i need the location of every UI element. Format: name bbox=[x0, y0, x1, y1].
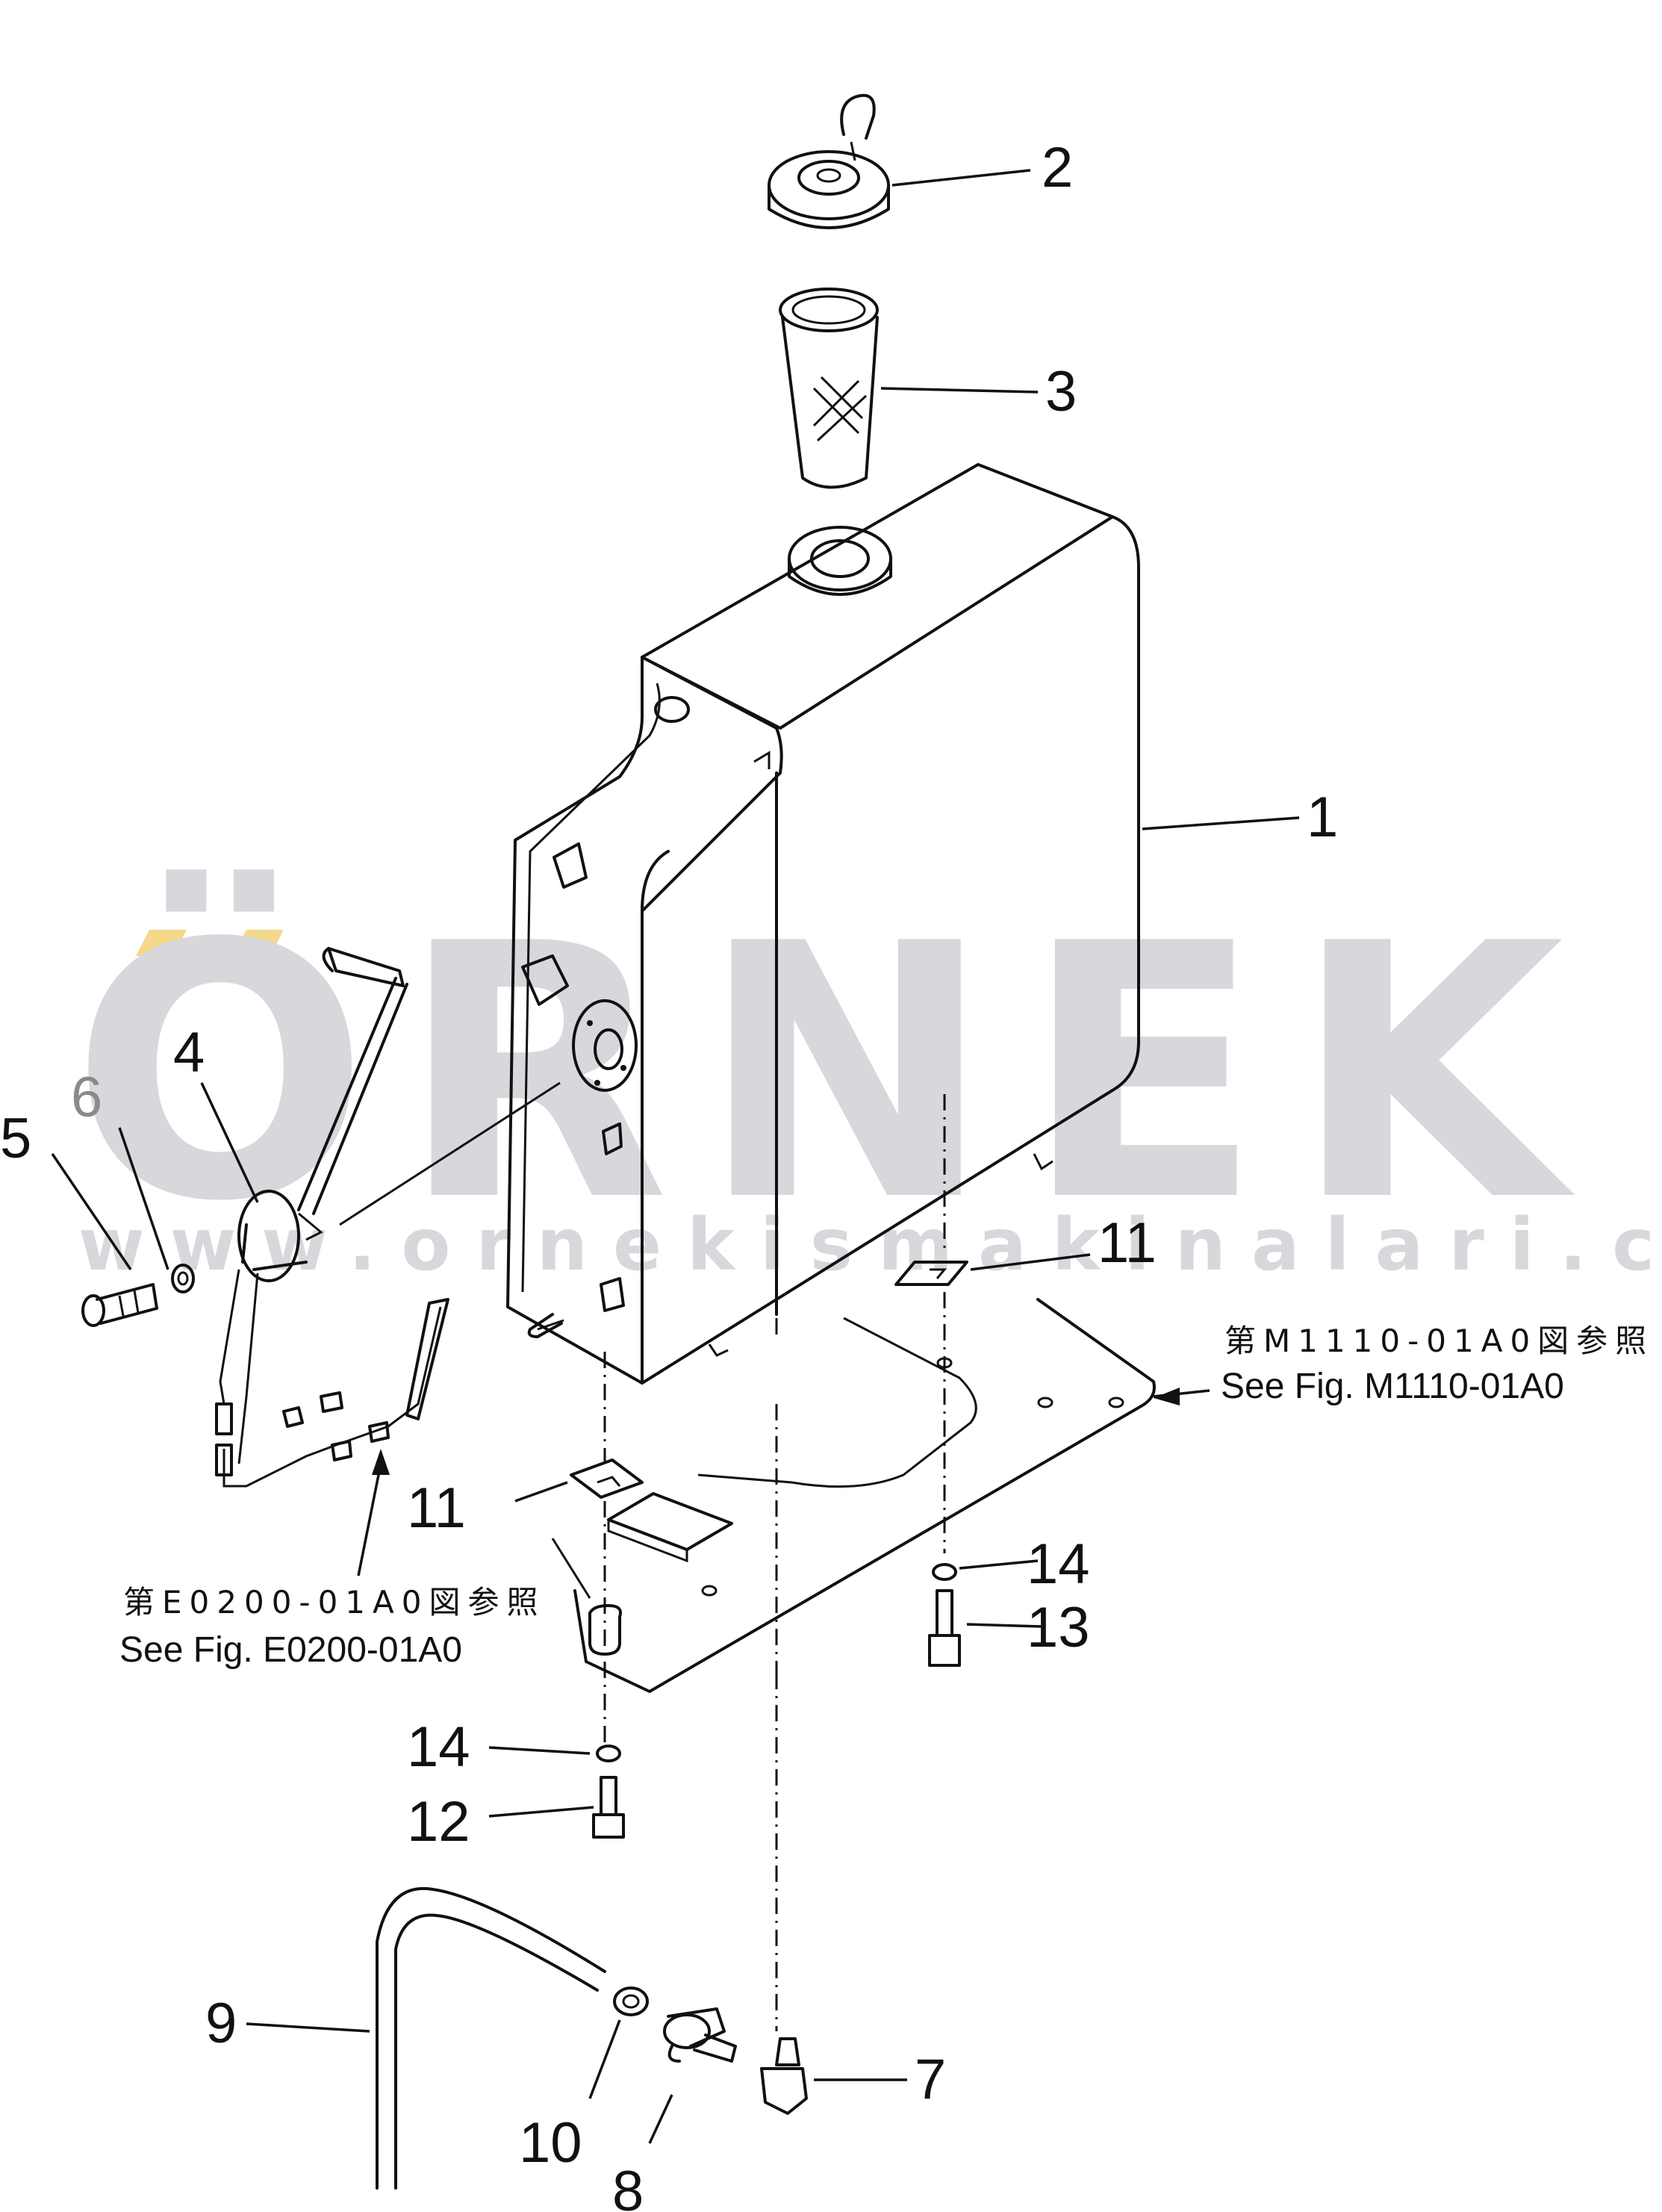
callout-4: 4 bbox=[173, 1021, 205, 1084]
watermark: ÖRNEK www.ornekismakinalari.com.tr bbox=[71, 866, 1662, 1287]
watermark-umlaut-right bbox=[233, 930, 284, 956]
callout-11-top: 11 bbox=[1098, 1211, 1157, 1275]
strainer bbox=[779, 288, 879, 489]
watermark-url: www.ornekismakinalari.com.tr bbox=[78, 1203, 1662, 1287]
ref-electrical-en: See Fig. E0200-01A0 bbox=[119, 1630, 462, 1670]
center-lines bbox=[339, 836, 946, 2031]
ref-electrical-jp: 第E0200-01A0図参照 bbox=[123, 1584, 545, 1621]
callout-13: 13 bbox=[1027, 1596, 1090, 1659]
drain-valve bbox=[663, 2007, 737, 2063]
callout-numbers: 2 3 1 4 6 5 11 11 14 13 14 12 7 9 10 8 bbox=[0, 136, 1338, 2212]
callout-9: 9 bbox=[205, 1992, 237, 2055]
mounting-plate bbox=[551, 1261, 1156, 1693]
level-gauge bbox=[215, 947, 449, 1488]
callout-10: 10 bbox=[519, 2111, 582, 2175]
bolts-and-washers bbox=[592, 1563, 961, 1839]
drain-hose bbox=[376, 1886, 606, 2190]
leader-lines bbox=[51, 169, 1300, 2144]
callout-5: 5 bbox=[0, 1107, 31, 1170]
callout-6: 6 bbox=[71, 1066, 102, 1129]
callout-1: 1 bbox=[1307, 786, 1338, 849]
reference-notes: 第E0200-01A0図参照 See Fig. E0200-01A0 第M111… bbox=[119, 1323, 1654, 1670]
callout-8: 8 bbox=[612, 2160, 644, 2212]
ref-mounting-jp: 第M1110-01A0図参照 bbox=[1224, 1323, 1654, 1359]
ref-mounting-en: See Fig. M1110-01A0 bbox=[1221, 1367, 1564, 1406]
callout-14-right: 14 bbox=[1027, 1532, 1090, 1596]
callout-2: 2 bbox=[1042, 136, 1073, 199]
callout-7: 7 bbox=[915, 2048, 946, 2111]
callout-14-left: 14 bbox=[407, 1715, 470, 1779]
bolt-and-washer bbox=[81, 1264, 195, 1327]
callout-12: 12 bbox=[407, 1790, 470, 1854]
watermark-brand: ÖRNEK bbox=[71, 866, 1594, 1278]
callout-11-lower: 11 bbox=[407, 1476, 466, 1540]
filler-cap bbox=[768, 93, 890, 229]
watermark-umlaut-left bbox=[136, 930, 187, 956]
hose-clamp bbox=[613, 1986, 649, 2016]
drain-plug bbox=[760, 2037, 808, 2115]
callout-3: 3 bbox=[1045, 360, 1077, 423]
